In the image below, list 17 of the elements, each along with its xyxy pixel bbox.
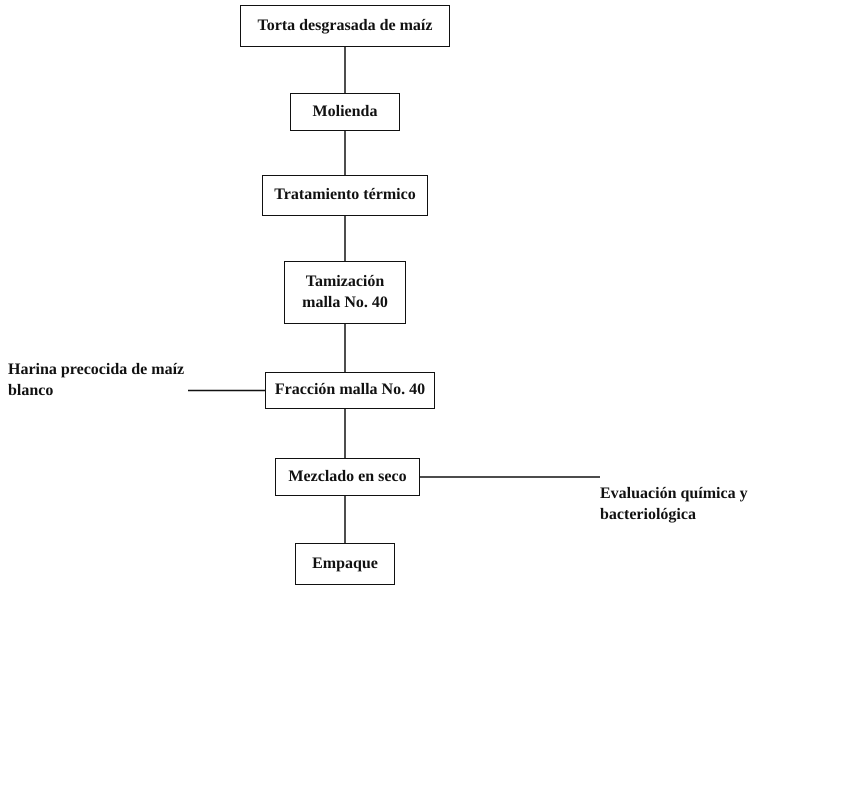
process-box: Tratamiento térmico <box>262 175 428 216</box>
process-box: Empaque <box>295 543 395 585</box>
input-note: Harina precocida de maíz blanco <box>8 360 188 406</box>
connector-line <box>344 324 346 372</box>
process-box: Mezclado en seco <box>275 458 420 496</box>
connector-line <box>344 216 346 261</box>
connector-line <box>344 47 346 93</box>
process-box: Torta desgrasada de maíz <box>240 5 450 47</box>
connector-line <box>188 390 265 392</box>
input-note: Evaluación química y bacteriológica <box>600 484 800 530</box>
connector-line <box>344 496 346 543</box>
connector-line <box>344 409 346 458</box>
connector-line <box>420 476 600 478</box>
process-box: Fracción malla No. 40 <box>265 372 435 409</box>
connector-line <box>344 131 346 175</box>
process-box: Molienda <box>290 93 400 131</box>
process-box: Tamización malla No. 40 <box>284 261 406 324</box>
